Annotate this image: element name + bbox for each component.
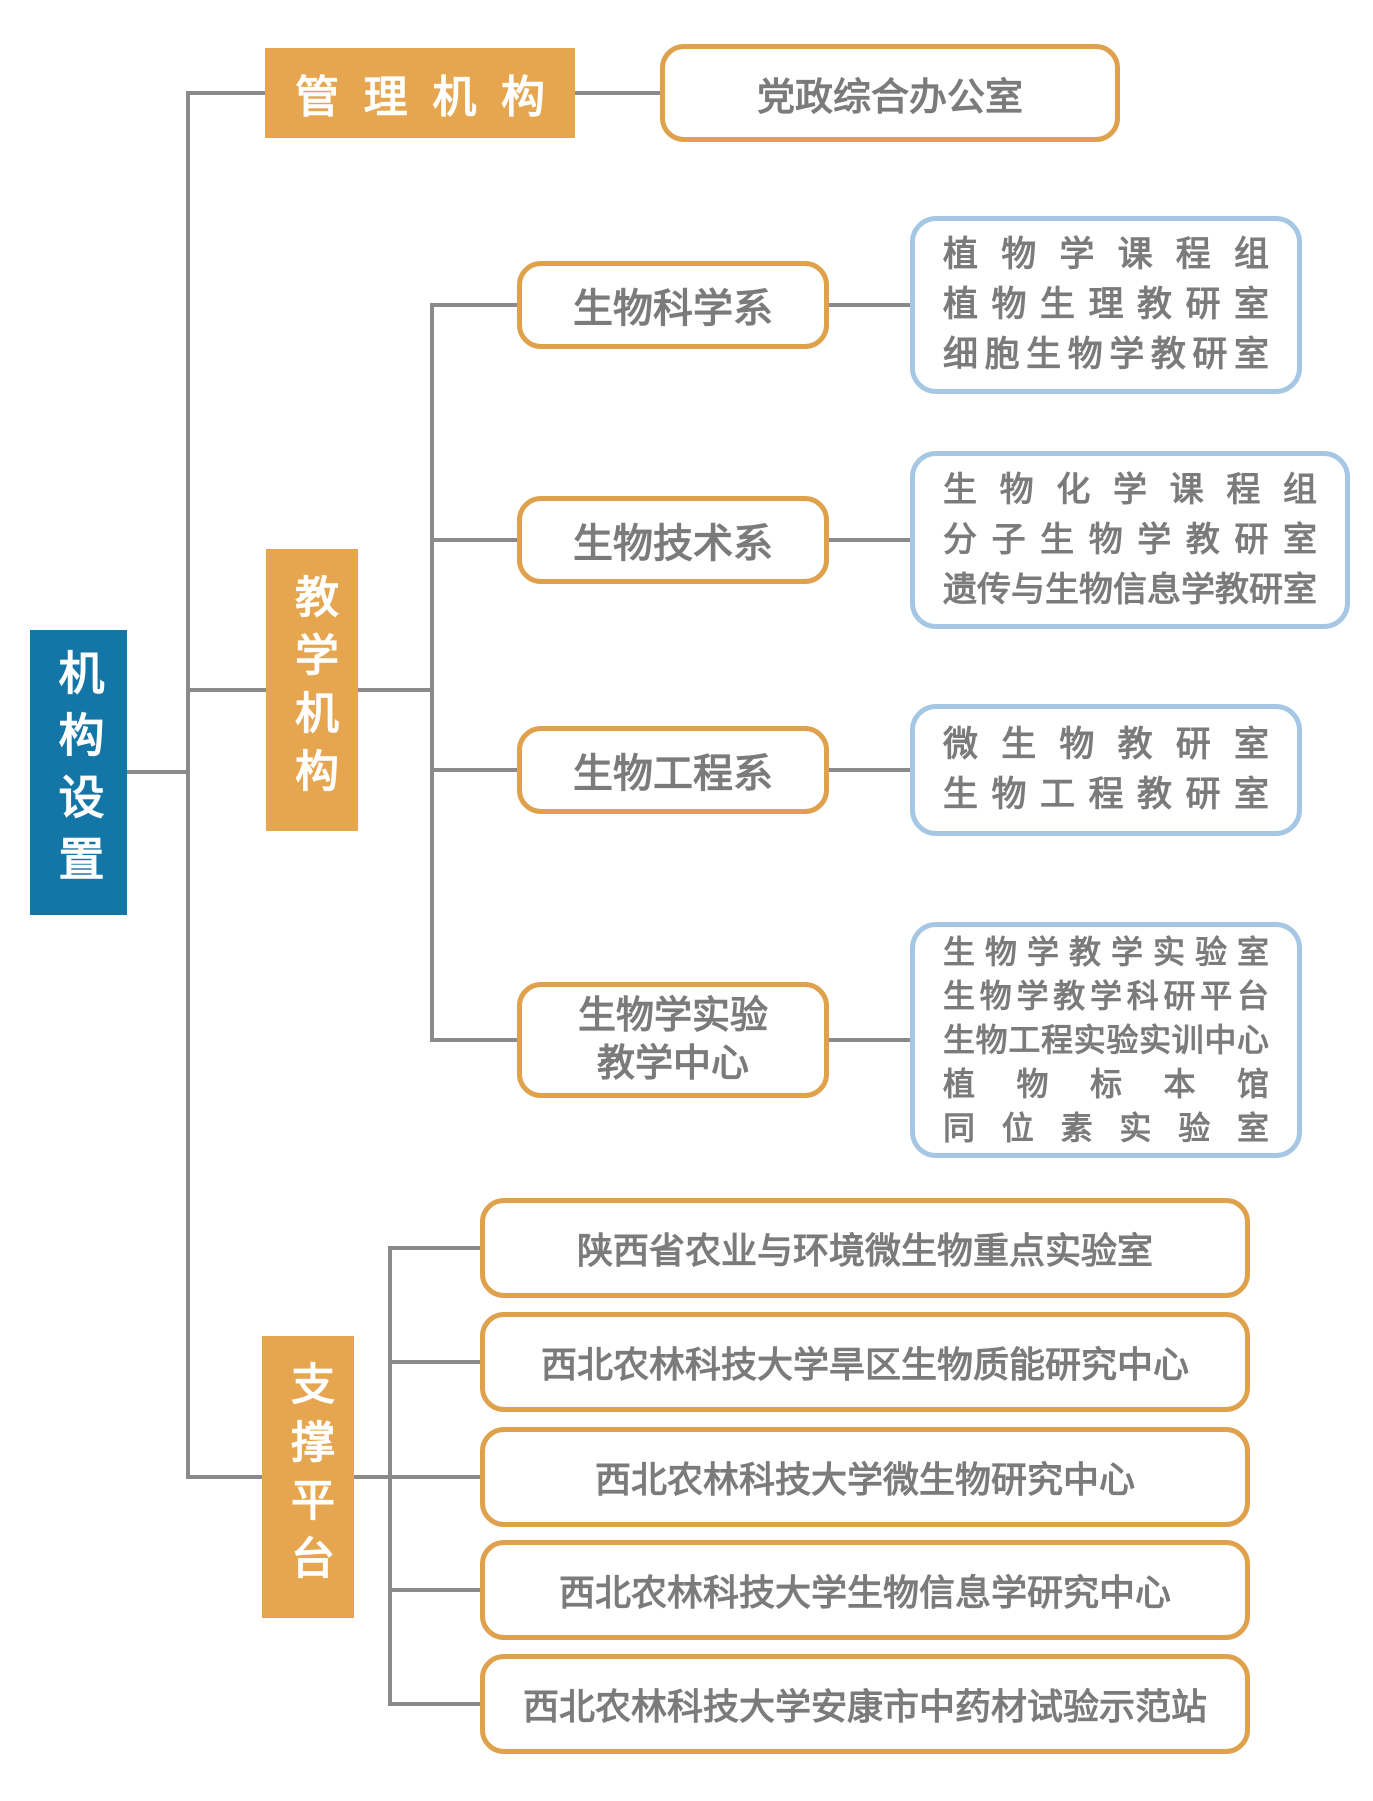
unit-item: 生物化学课程组 (943, 471, 1317, 509)
unit-item: 生物学教学实验室 (943, 934, 1269, 970)
dept-biotechnology-box: 生物技术系 (517, 496, 829, 584)
unit-item: 细胞生物学教研室 (943, 335, 1269, 374)
office-label: 党政综合办公室 (756, 76, 1023, 119)
unit-item: 植物生理教研室 (943, 285, 1269, 324)
connector-support-stub (186, 1475, 264, 1479)
connector-dept3-stub (430, 768, 519, 772)
connector-teaching-trunk (358, 688, 434, 692)
unit-item: 生物学教学科研平台 (943, 978, 1269, 1014)
root-node: 机构设置 (30, 630, 127, 915)
connector-dept1-stub (430, 303, 519, 307)
platform-box-4: 西北农林科技大学生物信息学研究中心 (480, 1540, 1250, 1640)
platform-box-5: 西北农林科技大学安康市中药材试验示范站 (480, 1654, 1250, 1754)
dept-biological-sciences-box: 生物科学系 (517, 261, 829, 349)
unit-item: 遗传与生物信息学教研室 (943, 571, 1317, 609)
unit-item: 生物工程教研室 (943, 775, 1269, 814)
units-box-biological-sciences: 植物学课程组 植物生理教研室 细胞生物学教研室 (910, 216, 1302, 394)
trunk-teaching-line (430, 303, 434, 1042)
connector-management-office (575, 91, 660, 95)
dept-name: 生物科学系 (573, 287, 773, 331)
unit-item: 植物学课程组 (943, 235, 1269, 274)
connector-management-stub (186, 91, 266, 95)
support-label: 支撑平台 (284, 1361, 333, 1593)
management-node: 管理机构 (265, 48, 575, 138)
dept-experiment-center-box: 生物学实验教学中心 (517, 982, 829, 1098)
units-box-biotechnology: 生物化学课程组 分子生物学教研室 遗传与生物信息学教研室 (910, 451, 1350, 629)
root-label: 机构设置 (52, 648, 105, 897)
unit-item: 同位素实验室 (943, 1110, 1269, 1146)
connector-platform1-stub (388, 1246, 482, 1250)
connector-dept2-stub (430, 538, 519, 542)
management-label: 管理机构 (295, 73, 545, 122)
trunk-main-line (186, 91, 190, 1479)
support-node: 支撑平台 (262, 1336, 354, 1618)
platform-box-3: 西北农林科技大学微生物研究中心 (480, 1427, 1250, 1527)
platform-label: 西北农林科技大学旱区生物质能研究中心 (540, 1344, 1189, 1385)
connector-dept4-stub (430, 1038, 519, 1042)
unit-item: 分子生物学教研室 (943, 521, 1317, 559)
connector-platform5-stub (388, 1702, 482, 1706)
units-box-experiment-center: 生物学教学实验室 生物学教学科研平台 生物工程实验实训中心 植物标本馆 同位素实… (910, 922, 1302, 1158)
connector-dept2-units (829, 538, 910, 542)
platform-box-2: 西北农林科技大学旱区生物质能研究中心 (480, 1312, 1250, 1412)
dept-bioengineering-box: 生物工程系 (517, 726, 829, 814)
unit-item: 微生物教研室 (943, 725, 1269, 764)
connector-teaching-stub (186, 688, 268, 692)
dept-name: 生物学实验教学中心 (577, 995, 768, 1085)
connector-platform2-stub (388, 1360, 482, 1364)
units-box-bioengineering: 微生物教研室 生物工程教研室 (910, 704, 1302, 836)
teaching-label: 教学机构 (288, 574, 337, 806)
platform-box-1: 陕西省农业与环境微生物重点实验室 (480, 1198, 1250, 1298)
teaching-node: 教学机构 (266, 549, 358, 831)
connector-platform3-stub (388, 1475, 482, 1479)
unit-item: 生物工程实验实训中心 (943, 1022, 1269, 1058)
dept-name: 生物工程系 (573, 752, 773, 796)
office-box: 党政综合办公室 (660, 44, 1120, 142)
dept-name: 生物技术系 (573, 522, 773, 566)
connector-root-stub (127, 770, 188, 774)
platform-label: 西北农林科技大学生物信息学研究中心 (558, 1572, 1171, 1613)
platform-label: 西北农林科技大学微生物研究中心 (594, 1459, 1135, 1500)
platform-label: 西北农林科技大学安康市中药材试验示范站 (522, 1686, 1207, 1727)
platform-label: 陕西省农业与环境微生物重点实验室 (576, 1230, 1153, 1271)
connector-dept4-units (829, 1038, 910, 1042)
connector-dept3-units (829, 768, 910, 772)
connector-support-trunk (352, 1475, 392, 1479)
connector-dept1-units (829, 303, 910, 307)
unit-item: 植物标本馆 (943, 1066, 1269, 1102)
connector-platform4-stub (388, 1588, 482, 1592)
